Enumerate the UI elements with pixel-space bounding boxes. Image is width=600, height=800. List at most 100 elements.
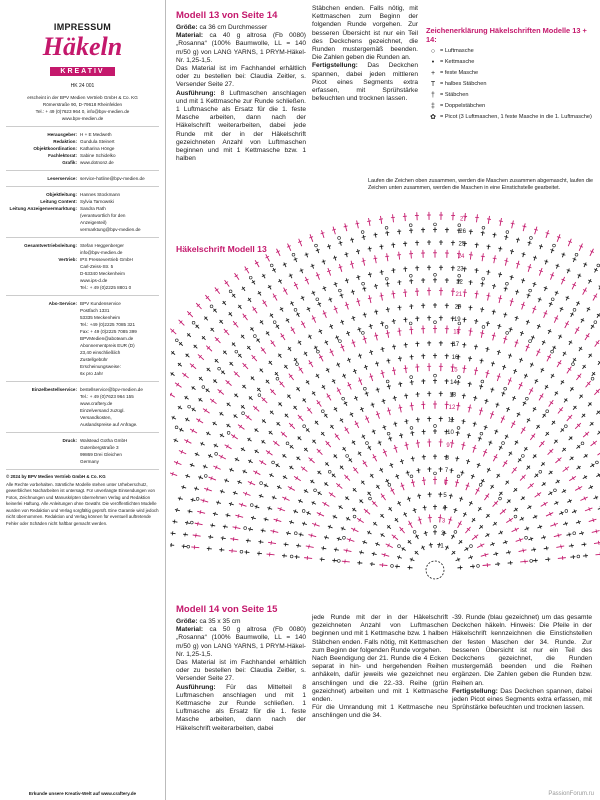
stitch-bar xyxy=(532,307,537,310)
stitch-mark xyxy=(516,260,520,269)
row-number: 12 xyxy=(449,405,456,411)
chain-mark xyxy=(529,559,533,563)
stitch-mark xyxy=(202,408,210,414)
stitch-bar xyxy=(490,388,495,391)
stitch-bar xyxy=(480,282,485,285)
stitch-mark xyxy=(597,508,600,510)
stitch-mark xyxy=(576,444,581,449)
stitch-mark xyxy=(269,410,275,415)
stitch-mark xyxy=(531,335,535,341)
stitch-bar xyxy=(554,391,559,395)
stitch-mark xyxy=(544,384,549,390)
stitch-mark xyxy=(312,290,315,296)
stitch-mark xyxy=(514,339,519,348)
stitch-bar xyxy=(363,540,366,545)
stitch-bar xyxy=(196,303,201,308)
row-number: 16 xyxy=(452,355,459,361)
stitch-mark xyxy=(418,516,422,525)
stitch-mark xyxy=(389,436,392,442)
stitch-mark xyxy=(254,449,260,454)
stitch-mark xyxy=(298,238,303,247)
stitch-bar xyxy=(398,383,403,385)
stitch-bar xyxy=(588,279,592,283)
stitch-bar xyxy=(226,402,230,407)
stitch-mark xyxy=(200,442,205,446)
stitch-bar xyxy=(498,446,503,449)
row-number: 21 xyxy=(455,292,462,298)
stitch-bar xyxy=(449,469,454,471)
stitch-bar xyxy=(340,345,345,349)
stitch-bar xyxy=(448,494,453,497)
stitch-mark xyxy=(585,380,591,388)
chain-mark xyxy=(360,230,365,234)
chain-mark xyxy=(337,559,341,563)
stitch-bar xyxy=(393,447,398,450)
stitch-mark xyxy=(363,312,366,318)
stitch-mark xyxy=(503,335,507,344)
stitch-mark xyxy=(561,489,567,493)
stitch-mark xyxy=(410,402,413,411)
stitch-mark xyxy=(493,232,496,238)
stitch-mark xyxy=(418,493,421,499)
stitch-mark xyxy=(260,529,266,532)
stitch-mark xyxy=(393,318,395,325)
stitch-bar xyxy=(583,542,586,547)
stitch-bar xyxy=(521,496,525,500)
stitch-mark xyxy=(572,257,576,263)
stitch-bar xyxy=(479,385,484,388)
stitch-bar xyxy=(195,452,198,457)
stitch-bar xyxy=(521,475,526,479)
imprint-value-line: Postfach 1331 xyxy=(80,308,110,313)
stitch-mark xyxy=(391,534,399,541)
stitch-bar xyxy=(365,417,370,420)
stitch-mark xyxy=(212,421,218,426)
stitch-bar xyxy=(354,422,359,426)
stitch-bar xyxy=(532,256,538,259)
stitch-bar xyxy=(527,266,532,269)
stitch-mark xyxy=(379,564,388,566)
chain-mark xyxy=(345,454,349,458)
stitch-mark xyxy=(222,350,228,355)
stitch-bar xyxy=(259,493,262,498)
stitch-mark xyxy=(514,440,518,445)
stitch-bar xyxy=(190,462,193,467)
stitch-mark xyxy=(532,515,538,519)
stitch-bar xyxy=(248,396,253,400)
stitch-mark xyxy=(324,482,329,487)
stitch-bar xyxy=(283,289,288,292)
stitch-mark xyxy=(568,436,573,441)
legal-notice: © 2024 by BPV Medien Vertrieb GmbH & Co.… xyxy=(6,474,159,527)
stitch-mark xyxy=(582,431,590,438)
stitch-mark xyxy=(576,301,580,306)
row-number: 5 xyxy=(443,493,447,499)
stitch-mark xyxy=(381,553,390,557)
stitch-mark xyxy=(527,293,530,299)
stitch-mark xyxy=(185,353,190,358)
stitch-mark xyxy=(269,313,274,318)
stitch-bar xyxy=(238,480,241,485)
stitch-bar xyxy=(284,542,287,547)
stitch-mark xyxy=(527,264,531,272)
chain-mark xyxy=(553,488,557,493)
stitch-mark xyxy=(257,291,262,296)
stitch-mark xyxy=(247,481,256,486)
stitch-mark xyxy=(481,478,485,484)
imprint-value-line: Erscheinungsweise: xyxy=(80,364,121,369)
stitch-mark xyxy=(383,425,386,431)
stitch-bar xyxy=(326,394,331,398)
stitch-bar xyxy=(247,538,249,543)
stitch-bar xyxy=(577,374,582,378)
stitch-mark xyxy=(261,419,267,424)
stitch-bar xyxy=(299,532,302,537)
stitch-mark xyxy=(308,359,314,368)
stitch-mark xyxy=(562,351,566,357)
stitch-bar xyxy=(359,407,364,411)
stitch-mark xyxy=(520,560,529,563)
stitch-bar xyxy=(567,367,572,371)
stitch-bar xyxy=(577,274,582,277)
chain-mark xyxy=(501,441,505,445)
stitch-mark xyxy=(248,528,254,531)
stitch-bar xyxy=(288,374,293,378)
imprint-value-line: Einzelversand zuzügl. xyxy=(80,408,125,413)
stitch-bar xyxy=(492,233,497,236)
